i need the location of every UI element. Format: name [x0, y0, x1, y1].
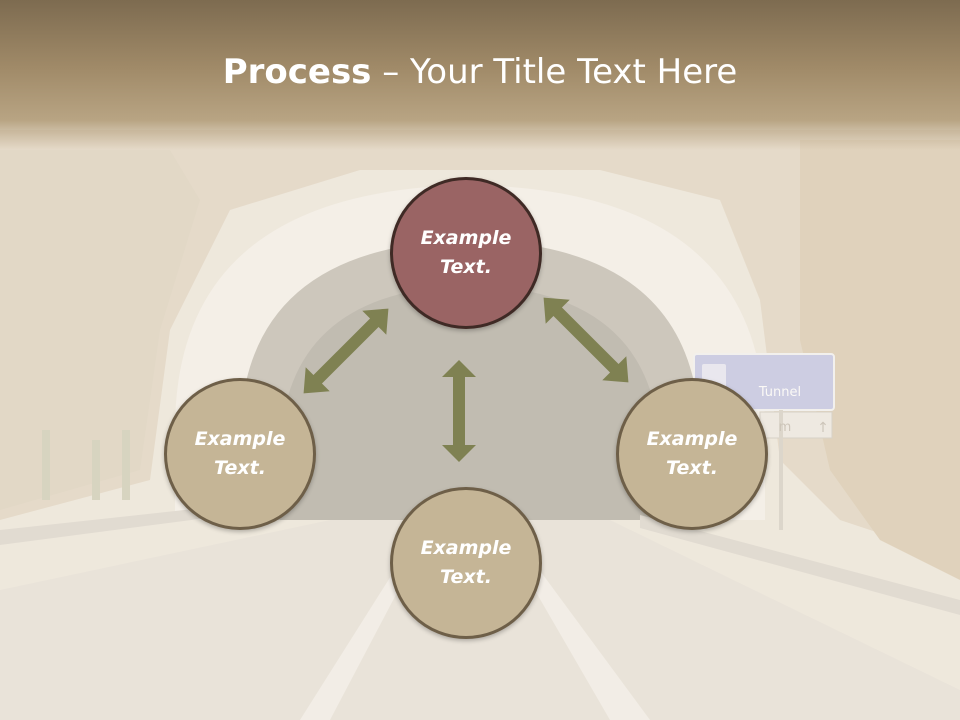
circle-bottom-line1: Example — [420, 537, 512, 559]
process-circle-right[interactable]: Example Text. — [616, 378, 768, 530]
circle-right-line2: Text. — [666, 457, 718, 479]
process-circle-bottom[interactable]: Example Text. — [390, 487, 542, 639]
arrow-vertical-icon — [442, 360, 476, 462]
circle-top-line2: Text. — [440, 256, 492, 278]
road-sign-label: Tunnel — [758, 385, 801, 400]
process-circle-left[interactable]: Example Text. — [164, 378, 316, 530]
circle-left-line1: Example — [194, 428, 286, 450]
circle-right-line1: Example — [646, 428, 738, 450]
circle-bottom-line2: Text. — [440, 566, 492, 588]
arrow-top-left-icon — [291, 296, 401, 406]
arrow-top-right-icon — [531, 285, 641, 395]
road-sign-distance: m — [779, 420, 792, 435]
circle-top-line1: Example — [420, 227, 512, 249]
title-rest-part: – Your Title Text Here — [371, 52, 738, 92]
title-bold-part: Process — [222, 52, 372, 92]
title-band — [0, 0, 960, 150]
slide-title[interactable]: Process – Your Title Text Here — [0, 52, 960, 92]
process-circle-top[interactable]: Example Text. — [390, 177, 542, 329]
circle-left-line2: Text. — [214, 457, 266, 479]
road-sign-arrow-icon: ↑ — [817, 420, 829, 436]
